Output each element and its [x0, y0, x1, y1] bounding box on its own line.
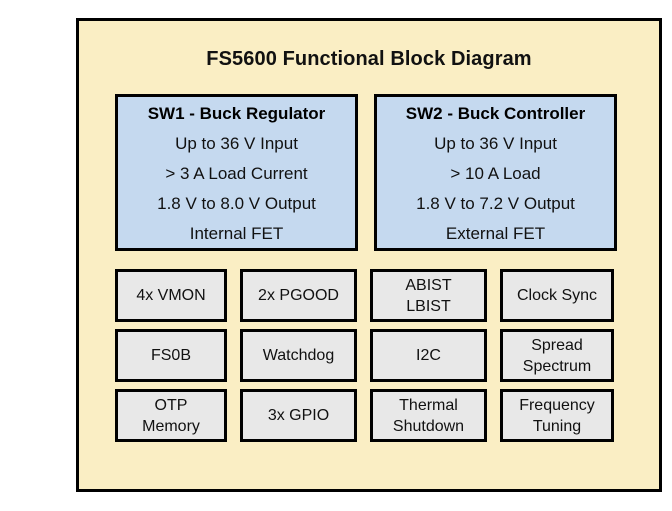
- switcher-block-sw2-line-4: External FET: [445, 223, 546, 243]
- feature-block: Watchdog: [240, 329, 357, 382]
- feature-block-line: OTP: [154, 396, 188, 414]
- feature-block-line: Tuning: [532, 417, 582, 435]
- block-diagram-frame: FS5600 Functional Block Diagram SW1 - Bu…: [76, 18, 662, 492]
- feature-block-line: 4x VMON: [136, 287, 206, 304]
- feature-block: 2x PGOOD: [240, 269, 357, 322]
- feature-block-line: Frequency: [519, 396, 595, 414]
- switcher-block-sw2-line-3: 1.8 V to 7.2 V Output: [416, 193, 575, 213]
- switcher-block-sw1-line-2: > 3 A Load Current: [165, 163, 308, 183]
- switcher-block-sw2-line-2: > 10 A Load: [450, 163, 541, 183]
- feature-block: ABIST LBIST: [370, 269, 487, 322]
- feature-block: 4x VMON: [115, 269, 227, 322]
- feature-block-line: Shutdown: [392, 417, 465, 435]
- feature-block: Spread Spectrum: [500, 329, 614, 382]
- switcher-block-sw2: SW2 - Buck Controller Up to 36 V Input >…: [374, 94, 617, 251]
- feature-block-line: I2C: [416, 347, 441, 364]
- feature-block: FS0B: [115, 329, 227, 382]
- feature-block: Clock Sync: [500, 269, 614, 322]
- switcher-block-sw1-line-3: 1.8 V to 8.0 V Output: [157, 193, 316, 213]
- feature-block-line: Watchdog: [262, 347, 335, 364]
- feature-block: 3x GPIO: [240, 389, 357, 442]
- switcher-block-sw1-heading: SW1 - Buck Regulator: [147, 103, 326, 123]
- feature-block-line: Thermal: [399, 396, 458, 414]
- feature-block: I2C: [370, 329, 487, 382]
- switcher-block-sw2-heading: SW2 - Buck Controller: [405, 103, 586, 123]
- feature-block-line: 2x PGOOD: [258, 287, 339, 304]
- feature-block-line: Spread: [531, 336, 583, 354]
- feature-block-line: Clock Sync: [516, 287, 598, 304]
- feature-block-line: Spectrum: [522, 357, 592, 375]
- switcher-block-sw1-line-4: Internal FET: [189, 223, 284, 243]
- feature-block-line: 3x GPIO: [267, 407, 330, 424]
- feature-block: Frequency Tuning: [500, 389, 614, 442]
- switcher-block-sw1: SW1 - Buck Regulator Up to 36 V Input > …: [115, 94, 358, 251]
- feature-block: OTP Memory: [115, 389, 227, 442]
- diagram-title: FS5600 Functional Block Diagram: [206, 48, 532, 70]
- switcher-block-sw2-line-1: Up to 36 V Input: [434, 133, 557, 153]
- feature-block-line: ABIST: [405, 276, 452, 294]
- feature-block-line: FS0B: [150, 347, 191, 364]
- feature-block-line: Memory: [142, 417, 200, 435]
- switcher-block-row: SW1 - Buck Regulator Up to 36 V Input > …: [115, 94, 617, 251]
- feature-block-line: LBIST: [406, 297, 451, 315]
- feature-block-grid: 4x VMON 2x PGOOD ABIST LBIST Clock Sync …: [115, 269, 617, 442]
- feature-block: Thermal Shutdown: [370, 389, 487, 442]
- switcher-block-sw1-line-1: Up to 36 V Input: [175, 133, 298, 153]
